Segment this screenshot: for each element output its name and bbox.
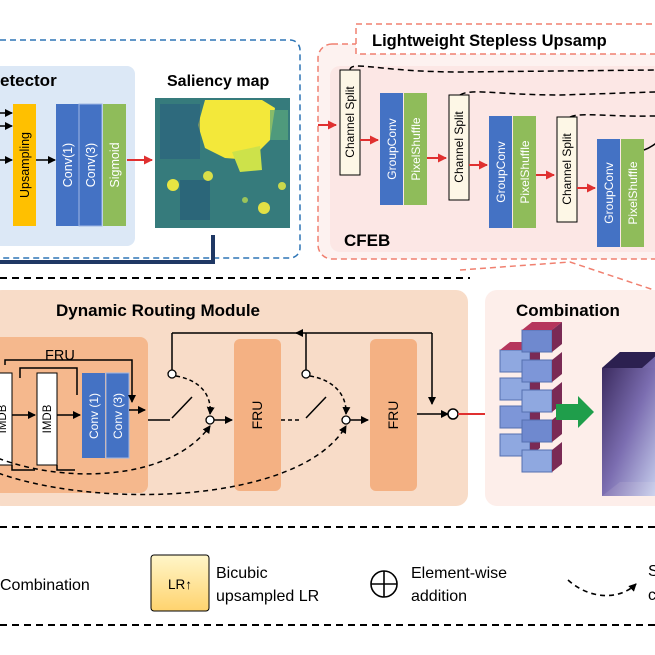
groupconv-block-2: [489, 116, 512, 228]
detector-conv3-block: [78, 103, 103, 227]
saliency-title: Saliency map: [167, 73, 270, 90]
detector-conv3-label: Conv(3): [84, 143, 98, 187]
detector-navy-line: [0, 235, 215, 264]
fru-container-label: FRU: [45, 348, 75, 364]
routing-title: Dynamic Routing Module: [56, 301, 260, 320]
groupconv-block-3: [597, 139, 620, 247]
channel-split-block-3: [556, 116, 578, 223]
pixelshuffle-block-3: [621, 139, 644, 247]
channel-split-label-2: Channel Split: [452, 111, 466, 183]
detector-conv1-block: [56, 104, 79, 226]
legend-combination-text: Combination: [0, 577, 90, 594]
pixelshuffle-label-3: PixelShuffle: [626, 161, 640, 224]
channel-split-label-1: Channel Split: [343, 86, 357, 158]
channel-split-block-2: [448, 94, 470, 201]
switch-1: [171, 396, 193, 419]
pixelshuffle-block-1: [404, 93, 427, 205]
saliency-detector-group: etector Upsampling Conv(1) Conv(3) Sigmo…: [0, 39, 301, 264]
switch-2: [305, 396, 327, 419]
routing-output-node: [447, 408, 459, 420]
legend: Combination LR↑ Bicubic upsampled LR Ele…: [0, 554, 655, 612]
sigmoid-label: Sigmoid: [108, 142, 122, 187]
routing-conv1-block: [82, 373, 105, 458]
imdb-label-2: IMDB: [42, 404, 54, 433]
combination-green-arrow: [556, 396, 594, 428]
imdb-block-1: [0, 372, 13, 466]
fru-block-3: [370, 339, 417, 491]
routing-conv3-block: [105, 372, 130, 459]
groupconv-label-2: GroupConv: [494, 141, 508, 202]
groupconv-block-1: [380, 93, 403, 205]
legend-dashed-s: S: [648, 563, 655, 580]
pixelshuffle-label-2: PixelShuffle: [518, 140, 532, 203]
legend-dashed-c: c: [648, 587, 655, 604]
sigmoid-block: [103, 104, 126, 226]
routing-conv1-label: Conv (1): [87, 393, 101, 439]
upsampler-title-box: [355, 23, 655, 55]
fru-label-3: FRU: [385, 401, 401, 430]
saliency-map-image: [155, 98, 290, 228]
combination-group: Combination: [485, 290, 655, 506]
legend-lr-text: LR↑: [168, 577, 192, 592]
dashed-connection-icon: [567, 579, 637, 597]
fru-block-2: [234, 339, 281, 491]
detector-dashed-border: [0, 39, 301, 259]
upsampler-group: Lightweight Stepless Upsamp CFEB Channel…: [317, 23, 655, 260]
feature-cubes: [499, 322, 562, 473]
legend-bicubic-line2: upsampled LR: [216, 588, 319, 605]
groupconv-label-3: GroupConv: [602, 162, 616, 223]
pixelshuffle-block-2: [513, 116, 536, 228]
imdb-label-1: IMDB: [0, 404, 9, 433]
combination-title: Combination: [516, 301, 620, 320]
groupconv-label-1: GroupConv: [385, 118, 399, 179]
cfeb-label: CFEB: [344, 231, 390, 250]
pixelshuffle-label-1: PixelShuffle: [409, 117, 423, 180]
imdb-block-2: [36, 372, 58, 466]
legend-bicubic-line1: Bicubic: [216, 565, 268, 582]
elementwise-addition-icon: [370, 570, 398, 598]
detector-conv1-label: Conv(1): [61, 143, 75, 187]
legend-elementwise-line1: Element-wise: [411, 565, 507, 582]
legend-elementwise-line2: addition: [411, 588, 467, 605]
channel-split-label-3: Channel Split: [560, 133, 574, 205]
upsampling-block: [13, 104, 36, 226]
fru-label-2: FRU: [249, 401, 265, 430]
legend-lr-box: [150, 554, 210, 612]
upsampler-title: Lightweight Stepless Upsamp: [372, 32, 607, 50]
routing-group: Dynamic Routing Module FRU IMDB IMDB Con…: [0, 290, 495, 506]
upsampling-label: Upsampling: [18, 132, 32, 198]
detector-title: etector: [0, 71, 57, 90]
routing-conv3-label: Conv (3): [111, 393, 125, 439]
